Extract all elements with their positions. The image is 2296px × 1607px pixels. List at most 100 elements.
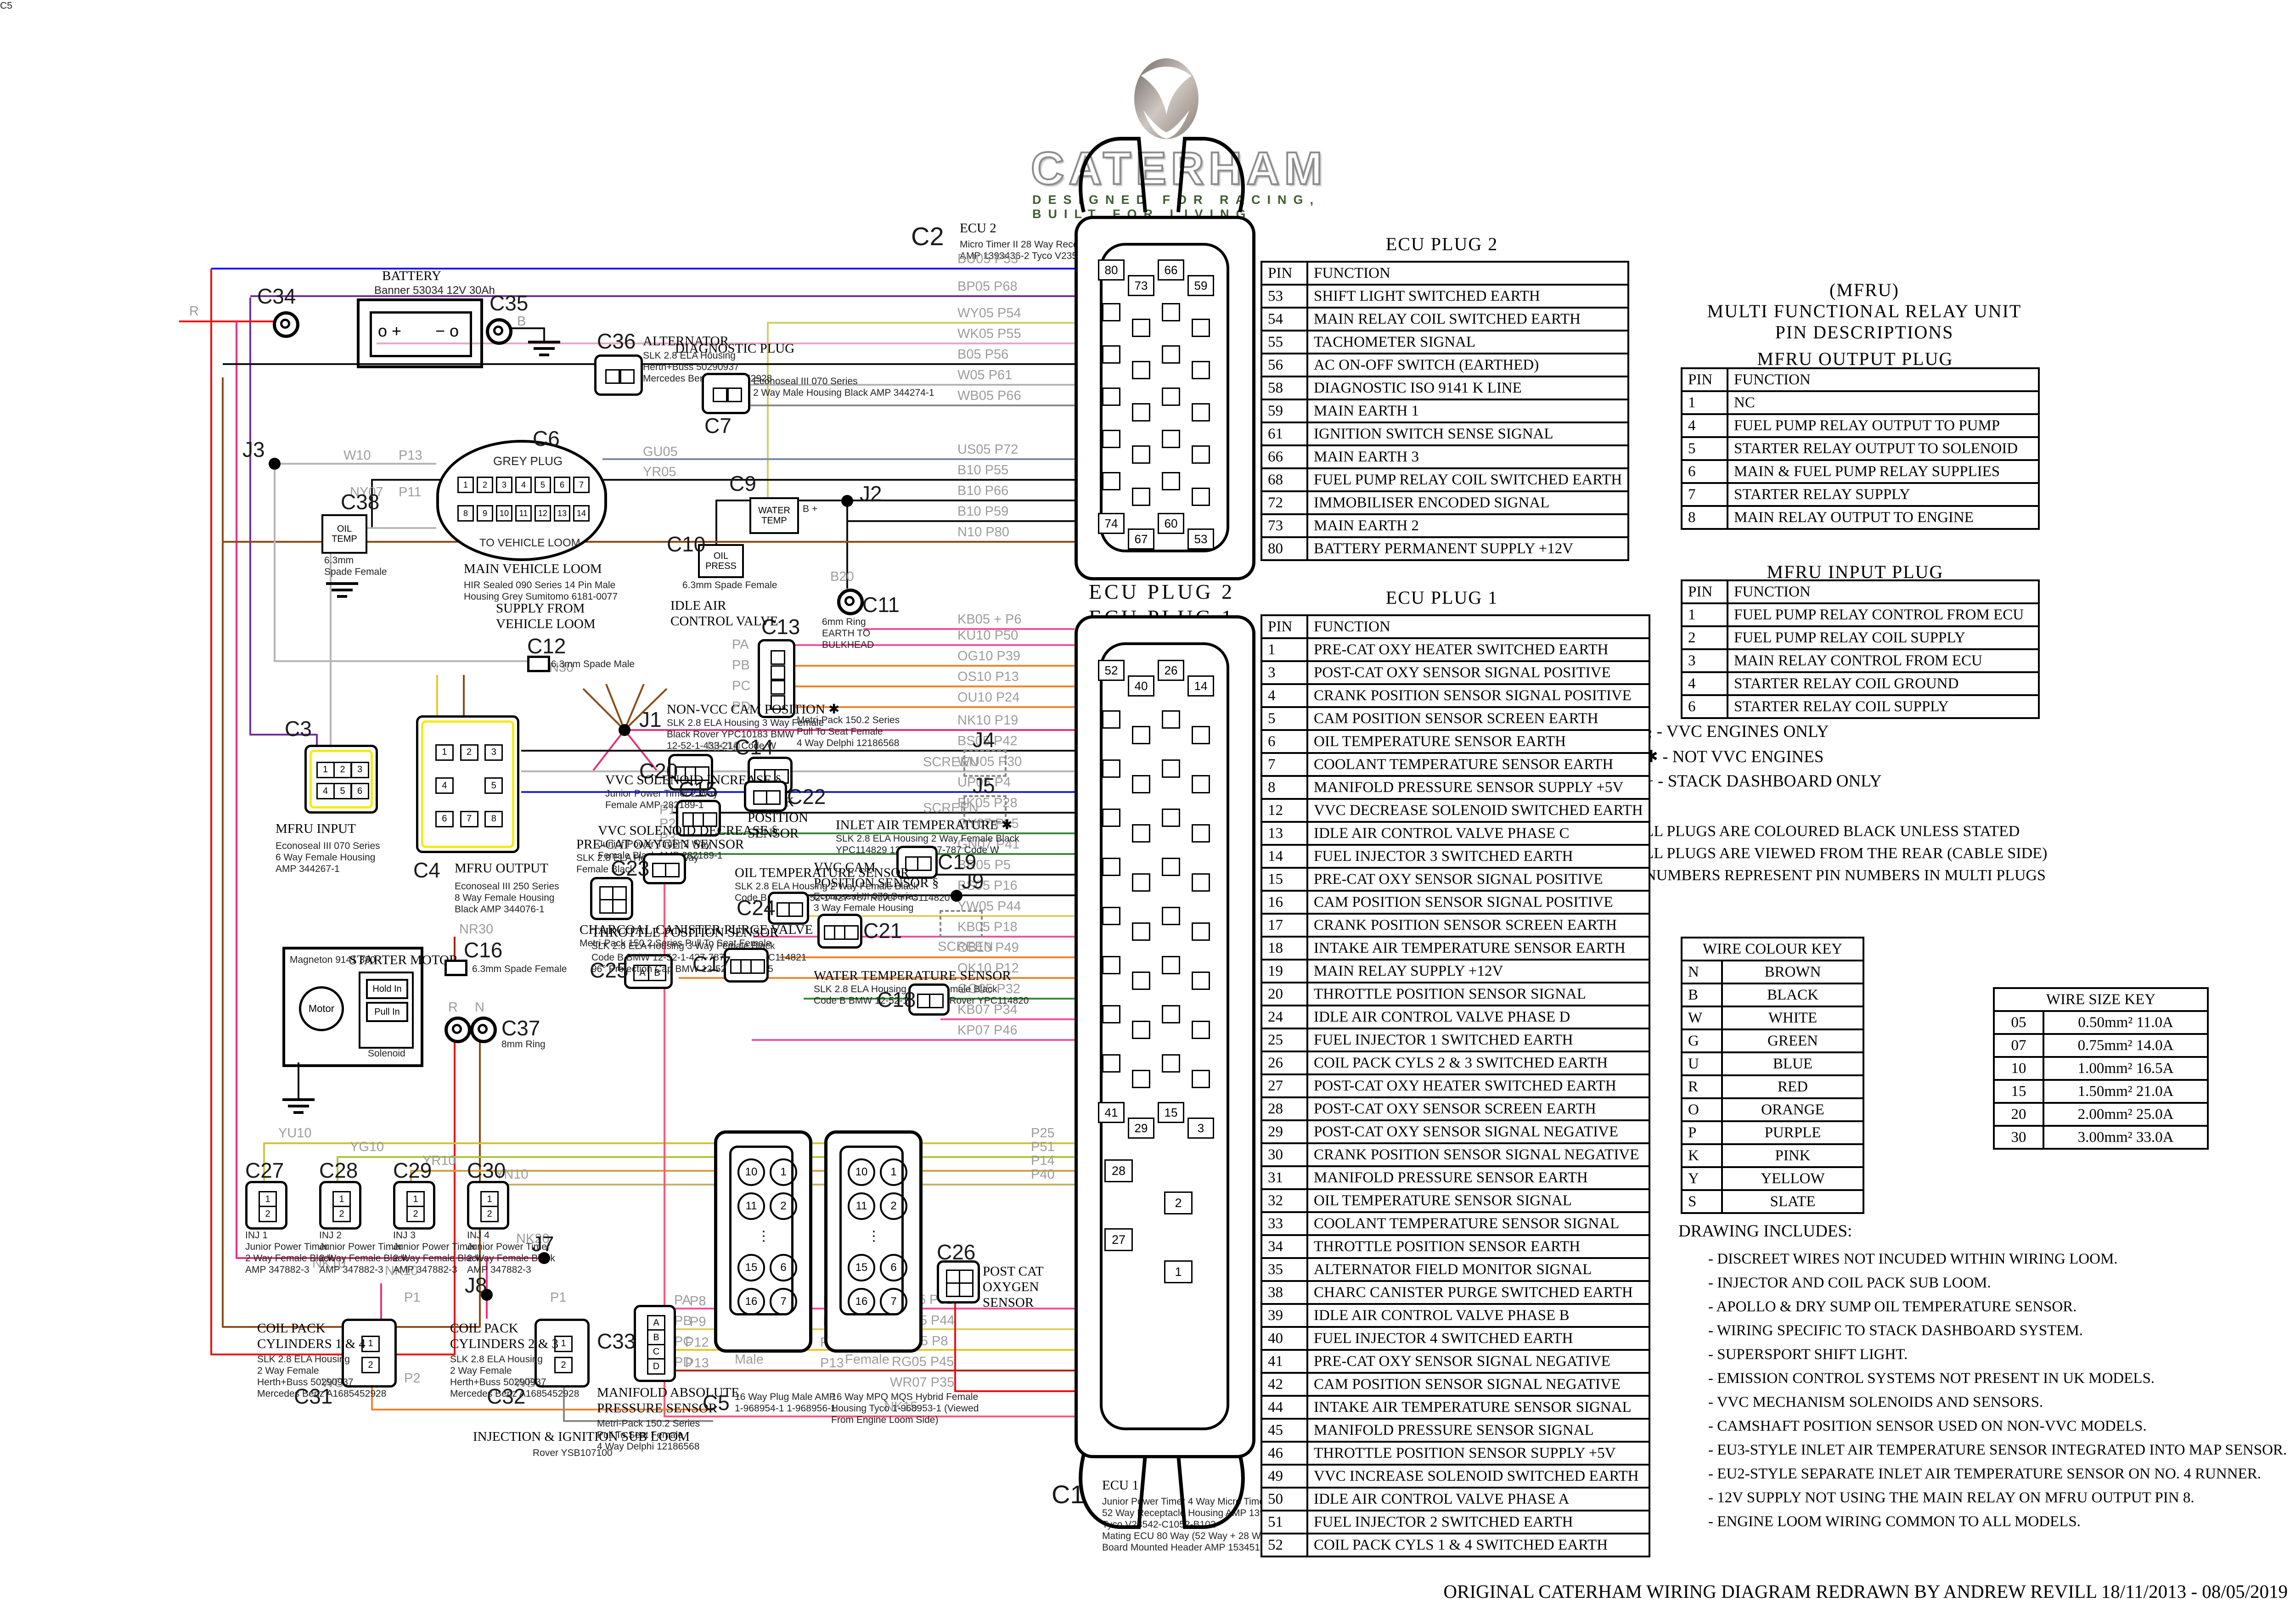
colour-code-cell: R (1681, 1074, 1723, 1099)
function-cell: CHARC CANISTER PURGE SWITCHED EARTH (1306, 1280, 1650, 1305)
connector-pin: 5 (535, 477, 551, 493)
pin-cell: 39 (1261, 1303, 1308, 1328)
wire-label: KB05 P18 (957, 920, 1018, 934)
wire-label: OK10 P12 (957, 961, 1019, 976)
pin-cell: 4 (1681, 671, 1728, 696)
screen-label: SCREEN (938, 939, 993, 954)
ecu-pin (1102, 1005, 1120, 1023)
junction-j3 (269, 458, 281, 470)
battery-sub: Banner 53034 12V 30Ah (374, 284, 495, 297)
ecu-pin-numbered: 14 (1187, 675, 1214, 697)
pin-cell: 61 (1261, 421, 1308, 446)
wire-label: YU10 (278, 1126, 312, 1141)
wire-label: P11 (399, 485, 422, 500)
function-cell: CRANK POSITION SENSOR SCREEN EARTH (1306, 913, 1650, 938)
c5-pin-circle: 1 (770, 1158, 797, 1186)
connector-id: C19 (938, 850, 977, 874)
pin-cell: 68 (1261, 467, 1308, 492)
pin-cell: 38 (1261, 1280, 1308, 1305)
connector-c17 (724, 948, 769, 983)
ecu-pin (1192, 361, 1210, 379)
wire (954, 1298, 1075, 1392)
connector-pin: B (648, 965, 666, 981)
drawing-includes-item: - EU3-STYLE INLET AIR TEMPERATURE SENSOR… (1708, 1442, 2287, 1458)
ecu-pin (1102, 345, 1120, 364)
connector-id: C26 (937, 1240, 976, 1264)
connector-id: C12 (527, 634, 566, 658)
pin-cell: 19 (1261, 959, 1308, 983)
c5-pin-circle: 16 (737, 1288, 765, 1315)
wire-label: P13 (820, 1356, 844, 1371)
drawing-includes-item: - CAMSHAFT POSITION SENSOR USED ON NON-V… (1708, 1418, 2147, 1434)
pin-cell: 14 (1261, 844, 1308, 869)
function-cell: MAIN RELAY COIL SWITCHED EARTH (1306, 307, 1630, 332)
function-cell: COOLANT TEMPERATURE SENSOR SIGNAL (1306, 1211, 1650, 1236)
wire-label: Male (735, 1352, 764, 1367)
connector-pin (844, 925, 859, 940)
wire-label: N30 (549, 660, 574, 675)
function-cell: MAIN & FUEL PUMP RELAY SUPPLIES (1727, 459, 2040, 484)
ground-symbol (326, 582, 358, 601)
connector-id: C37 (501, 1016, 540, 1040)
wire-label: OS10 P13 (957, 669, 1019, 684)
ecu-plug-flange (1176, 137, 1245, 213)
connector-pin (620, 369, 635, 384)
wire-label: WY05 P54 (957, 306, 1021, 320)
pin-cell: 26 (1261, 1051, 1308, 1075)
screen-label: SCREEN (923, 801, 979, 815)
size-code-cell: 10 (1993, 1056, 2044, 1081)
connector-id: C27 (245, 1158, 284, 1182)
ecu-pin (1102, 472, 1120, 490)
pin-cell: 53 (1261, 284, 1308, 309)
ecu-pin (1162, 345, 1180, 364)
function-cell: AC ON-OFF SWITCH (EARTHED) (1306, 353, 1630, 377)
connector-id: C7 (704, 414, 732, 438)
c5-pin-circle: 7 (880, 1288, 907, 1315)
ecu-pin-numbered: 66 (1158, 259, 1184, 281)
connector-id: C10 (667, 532, 706, 556)
battery-inner (370, 311, 472, 357)
colour-name-cell: GREEN (1721, 1028, 1864, 1053)
wire-label: NK10 P19 (957, 713, 1019, 728)
connector-pin: 12 (535, 505, 551, 522)
pin-cell: 7 (1261, 752, 1308, 777)
c5-pin-circle: 1 (880, 1158, 907, 1186)
key-title-cell: WIRE SIZE KEY (1993, 987, 2209, 1012)
wire-label: NY07 (350, 485, 383, 500)
size-value-cell: 1.00mm² 16.5A (2043, 1056, 2209, 1081)
connector-id: C14 (735, 735, 774, 759)
wire-label: B (517, 314, 526, 329)
wire-label: R (189, 304, 199, 319)
component-title: MAIN VEHICLE LOOM (464, 562, 602, 576)
ecu-pin (1132, 403, 1150, 421)
connector-id-c2: C2 (911, 222, 944, 251)
wire-label: B05 P56 (957, 347, 1009, 362)
component-title: NON-VCC CAM POSITION ✱ (667, 702, 840, 717)
function-cell: MAIN RELAY OUTPUT TO ENGINE (1727, 505, 2040, 530)
wire-label: B20 (830, 569, 854, 584)
connector-c22 (744, 781, 787, 812)
wire-label: PB (674, 1314, 692, 1328)
pin-cell: 1 (1681, 390, 1728, 415)
